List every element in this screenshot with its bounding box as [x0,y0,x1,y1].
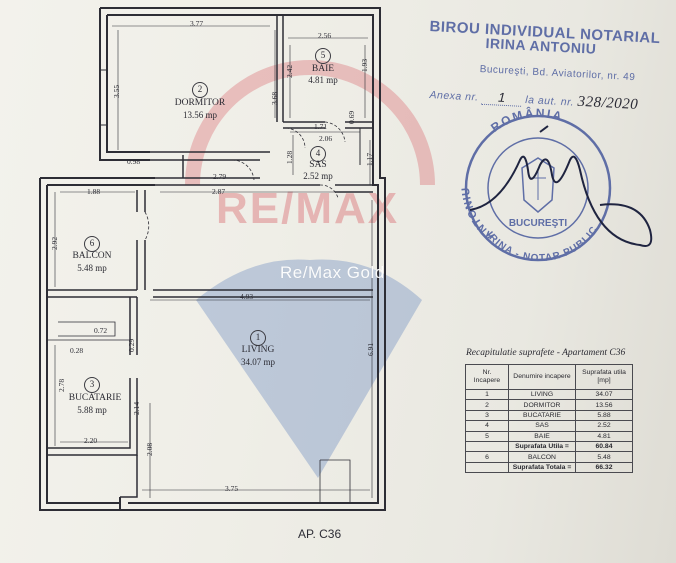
cell-nr: 6 [465,451,509,463]
svg-text:IRINA - NOTAR PUBLIC: IRINA - NOTAR PUBLIC [484,224,600,264]
room-area-sas: 2.52 mp [303,171,333,181]
dim-label: 3.77 [190,19,204,28]
cell-name: LIVING [508,388,576,401]
cell-area: 13.56 [575,399,633,411]
seal-bottom-text: BUCUREŞTI [509,218,568,229]
room-name-sas: SAS [309,160,327,170]
recap-title: Recapitulatie suprafete - Apartament C36 [466,348,626,358]
cell-area: 5.88 [575,409,633,422]
dim-label: 2.56 [318,31,332,40]
dim-label: 4.93 [240,292,254,301]
room-area-dormitor: 13.56 mp [182,110,218,120]
cell-nr: 2 [465,399,509,411]
table-row-util-total: Suprafata Utila = 60.84 [465,440,633,453]
room-area-living: 34.07 mp [240,357,276,367]
dim-label: 2.79 [213,172,227,181]
col-header-nr: Nr. Incapere [465,364,509,390]
table-row: 5 BAIE 4.81 [465,430,633,442]
room-name-dormitor: DORMITOR [174,98,226,108]
room-number-sas: 4 [310,146,326,162]
cell-nr: 3 [465,409,509,422]
room-area-baie: 4.81 mp [308,75,338,85]
cell-area: 4.81 [575,430,633,442]
svg-text:ROMÂNIA: ROMÂNIA [488,105,565,135]
room-name-balcon: BALCON [72,251,112,261]
dim-label: 0.28 [70,346,84,355]
cell-name: BALCON [508,451,576,463]
room-name-living: LIVING [241,345,275,355]
room-number-dormitor: 2 [192,82,208,98]
room-number-living: 1 [250,330,266,346]
cell-nr: 4 [465,420,509,432]
dim-label: 2.20 [84,436,98,445]
util-total-value: 60.84 [575,440,633,453]
room-name-bucatarie: BUCATARIE [68,393,122,403]
apartment-label: AP. C36 [298,527,342,541]
cell-nr: 1 [465,388,509,401]
remax-watermark-text: Re/Max Gold [280,263,385,282]
cell-area: 5.48 [575,451,633,463]
col-header-suprafata: Suprafata utila [mp] [575,364,633,390]
room-number-bucatarie: 3 [84,377,100,393]
cell-name: BUCATARIE [508,409,576,422]
table-row: 4 SAS 2.52 [465,420,633,432]
col-header-denumire: Denumire incapere [508,364,576,390]
cell-nr: 5 [465,430,509,442]
cell-area: 2.52 [575,420,633,432]
room-number-baie: 5 [315,48,331,64]
cell-name: BAIE [508,430,576,442]
dim-label: 1.71 [314,122,328,131]
table-row: 3 BUCATARIE 5.88 [465,409,633,422]
util-total-label: Suprafata Utila = [508,440,576,453]
room-area-balcon: 5.48 mp [77,263,107,273]
dim-label: 2.87 [212,187,226,196]
room-number-balcon: 6 [84,236,100,252]
dim-label: 0.72 [94,326,108,335]
table-row-grand-total: Suprafata Totala = 66.32 [465,461,633,474]
dim-label: 1.88 [87,187,101,196]
table-row: 6 BALCON 5.48 [465,451,633,463]
dim-label: 0.98 [127,157,141,166]
grand-total-value: 66.32 [575,461,633,474]
table-row: 1 LIVING 34.07 [465,388,633,401]
seal-bottom-text-2: IRINA - NOTAR PUBLIC [484,224,599,264]
dim-label: 2.06 [319,134,333,143]
table-row: 2 DORMITOR 13.56 [465,399,633,411]
area-summary-table: Nr. Incapere Denumire incapere Suprafata… [465,364,633,474]
dim-label: 3.75 [225,484,239,493]
seal-top-text: ROMÂNIA [488,105,563,135]
signature [469,155,653,247]
grand-total-label: Suprafata Totala = [508,461,576,474]
room-area-bucatarie: 5.88 mp [77,405,107,415]
cell-name: DORMITOR [508,399,576,411]
cell-area: 34.07 [575,388,633,401]
room-name-baie: BAIE [311,64,335,74]
cell-name: SAS [508,420,576,432]
